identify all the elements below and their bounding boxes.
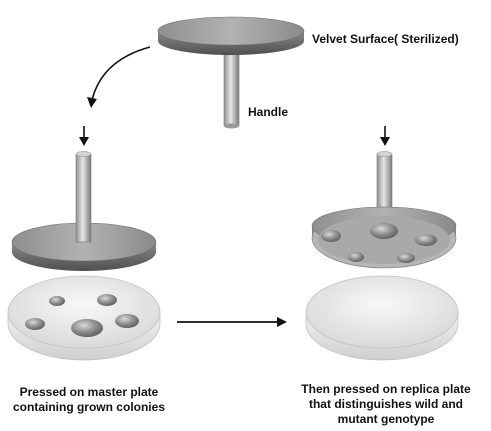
- down-arrow-right: [380, 126, 390, 146]
- colony: [415, 234, 437, 246]
- curved-arrow: [87, 46, 151, 108]
- handle-top: [223, 47, 240, 127]
- colony: [370, 223, 398, 239]
- colony: [397, 253, 415, 263]
- colony: [49, 296, 65, 306]
- caption-line: containing grown colonies: [12, 400, 165, 414]
- velvet-disc-top: [157, 16, 305, 46]
- caption-line: Pressed on master plate: [19, 385, 159, 399]
- down-arrow-left: [79, 126, 89, 146]
- replica-plate-caption: Then pressed on replica plate that disti…: [286, 382, 486, 427]
- horizontal-arrow: [177, 317, 287, 327]
- master-plate-caption: Pressed on master plate containing grown…: [0, 385, 178, 415]
- caption-line: Then pressed on replica plate: [301, 382, 471, 396]
- master-plate: [7, 275, 161, 361]
- handle-label: Handle: [248, 105, 289, 119]
- handle-left: [75, 153, 92, 243]
- caption-line: that distinguishes wild and: [308, 397, 463, 411]
- colony: [97, 294, 117, 306]
- colony: [25, 318, 45, 330]
- velvet-stamp-top: [157, 16, 305, 129]
- colony: [115, 314, 139, 328]
- velvet-stamp-left: [11, 151, 157, 271]
- velvet-stamp-right: [311, 151, 457, 269]
- colony: [321, 230, 341, 242]
- velvet-surface-label: Velvet Surface( Sterilized): [312, 32, 459, 46]
- replica-plate: [305, 275, 459, 361]
- colony: [348, 252, 364, 262]
- caption-line: mutant genotype: [337, 412, 435, 426]
- colony: [71, 319, 103, 337]
